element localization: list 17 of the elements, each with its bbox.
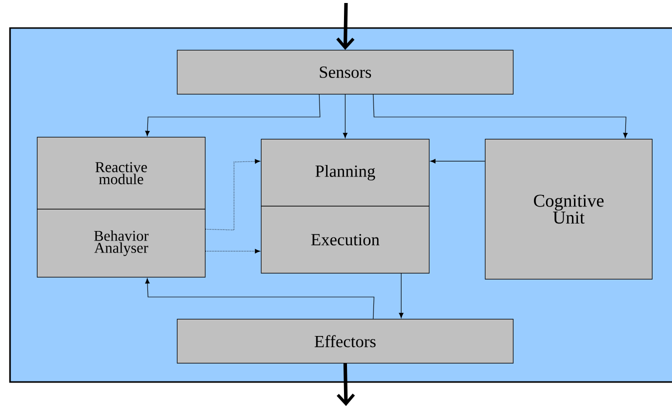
module-box: Sensors <box>176 50 514 94</box>
module-box: Effectors <box>176 318 514 364</box>
output-arrow <box>336 363 355 406</box>
input-arrow <box>336 2 354 50</box>
arrow <box>372 94 628 138</box>
arrow <box>145 94 320 136</box>
module-box: Cognitive Unit <box>484 138 652 280</box>
dotted-arrow <box>205 159 260 230</box>
arrow <box>145 278 374 320</box>
module-box: Reactive module <box>36 136 206 210</box>
arrow <box>430 158 486 164</box>
arrow <box>398 273 404 318</box>
dotted-arrow <box>205 248 260 254</box>
module-box: Behavior Analyser <box>36 208 206 278</box>
arrow <box>342 94 348 138</box>
module-box: Planning <box>260 138 430 206</box>
module-box: Execution <box>260 206 430 274</box>
